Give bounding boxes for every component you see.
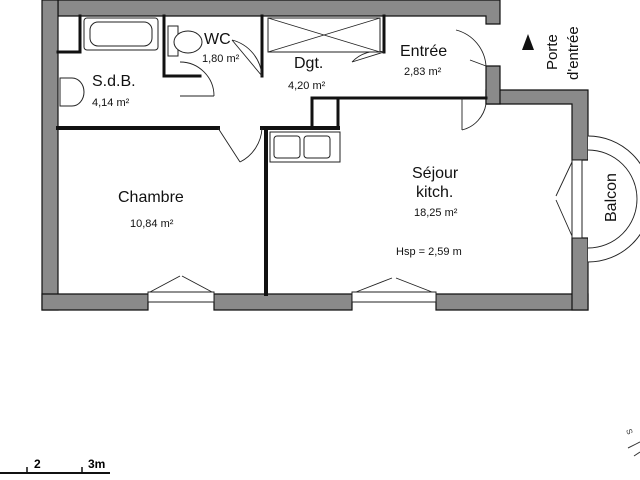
wall-right-upper [485, 89, 589, 161]
wall-bottom-mid [213, 293, 353, 311]
fixtures [59, 17, 381, 163]
window-chambre [147, 291, 215, 303]
room-label-balcon: Balcon [603, 173, 620, 222]
cupboard-x2 [267, 17, 381, 53]
interior-partitions [56, 14, 488, 296]
wall-bottom-left [41, 293, 149, 311]
scale-bar: 2 3m [0, 457, 110, 474]
room-label-dgt: Dgt. [294, 55, 323, 72]
room-label-entree: Entrée [400, 43, 447, 60]
window-sejour-leaves [355, 277, 433, 293]
room-area-entree: 2,83 m² [404, 66, 442, 78]
room-area-sdb: 4,14 m² [92, 97, 130, 109]
window-sejour [351, 291, 437, 303]
wall-bottom-right [435, 293, 589, 311]
room-label-chambre: Chambre [118, 189, 184, 206]
room-label-sdb: S.d.B. [92, 73, 136, 90]
door-entree [351, 50, 385, 63]
entrance-arrow-icon [522, 34, 534, 50]
compass-letter: S [624, 428, 634, 436]
window-chambre-leaves [149, 275, 213, 293]
scale-label-right: 3m [88, 457, 105, 471]
sink-basin-left [273, 135, 301, 159]
room-area-dgt: 4,20 m² [288, 80, 326, 92]
room-area-wc: 1,80 m² [202, 53, 240, 65]
bathtub-inner [89, 21, 153, 47]
window-balcony-leaves [555, 161, 573, 237]
scale-label-left: 2 [34, 457, 41, 471]
sink-basin-right [303, 135, 331, 159]
balcony-inner [587, 149, 638, 249]
door-sdb [179, 61, 215, 97]
windows [147, 135, 640, 303]
entrance-label-line2: d'entrée [565, 26, 582, 80]
entrance-label-line1: Porte [544, 34, 561, 70]
doors [179, 29, 487, 163]
door-sejour [461, 98, 487, 131]
washbasin [59, 77, 85, 107]
compass: S [624, 428, 640, 457]
balcony-outline [587, 135, 640, 263]
room-area-chambre: 10,84 m² [130, 218, 174, 230]
room-label-kitch: kitch. [416, 184, 453, 201]
window-balcony-door [571, 159, 583, 239]
door-wc [231, 39, 263, 77]
wall-right-lower [571, 237, 589, 311]
room-label-wc: WC [204, 31, 231, 48]
exterior-walls [41, 0, 589, 311]
room-area-sejour: 18,25 m² [414, 207, 458, 219]
wc-bowl [173, 30, 203, 54]
room-label-sejour: Séjour [412, 165, 459, 182]
door-front [455, 29, 487, 67]
wall-left [41, 0, 59, 311]
door-chambre [217, 127, 263, 163]
wall-entry-jamb [485, 65, 501, 105]
ceiling-height: Hsp = 2,59 m [396, 246, 462, 258]
